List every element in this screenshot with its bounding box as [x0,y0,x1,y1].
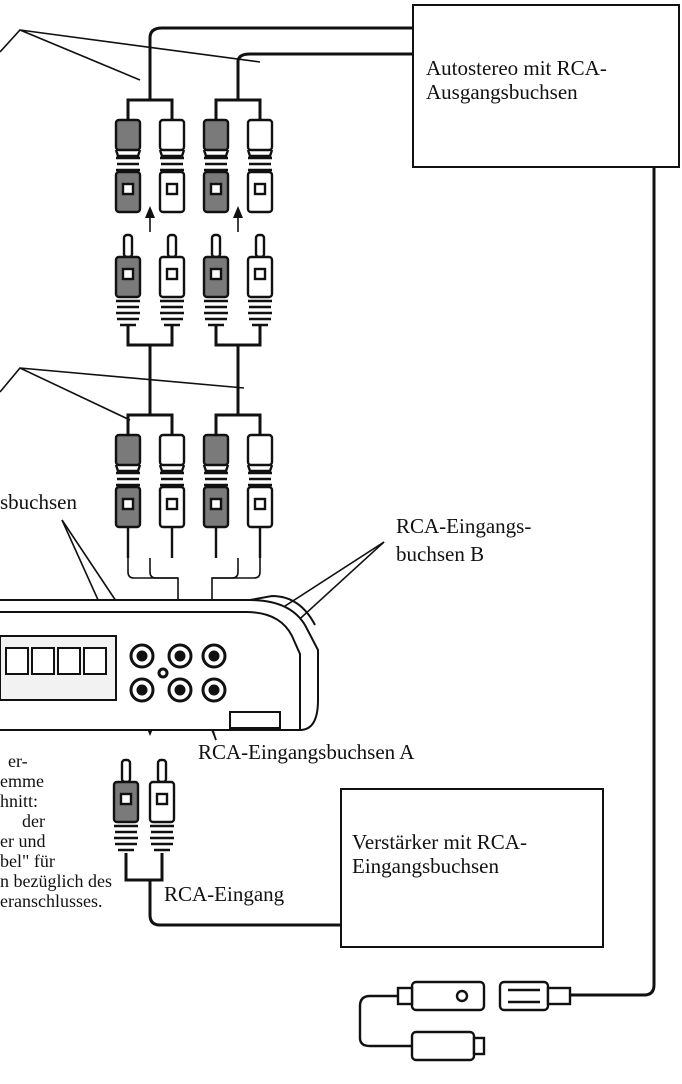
fuse-holder-icon [358,980,572,1062]
note-line: emme [0,771,44,791]
amplifier-icon [0,594,319,731]
autostereo-line1: Autostereo mit RCA- [426,56,607,80]
note-line: eranschlusses. [0,891,103,911]
note-line: der [22,811,45,831]
note-line: er- [8,751,28,771]
verstaerker-line2: Eingangsbuchsen [352,854,499,879]
rca-input-label: RCA-Eingang [164,882,285,906]
rca-plug-icon [112,758,176,852]
input-b-label-line2: buchsen B [396,542,485,566]
note-line: n bezüglich des [0,871,112,891]
note-line: hnitt: [0,791,39,811]
autostereo-line2: Ausgangsbuchsen [426,80,578,105]
rca-plug-icon [114,118,274,214]
verstaerker-line1: Verstärker mit RCA- [352,830,527,854]
rca-plug-icon [114,233,274,327]
note-line: bel" für [0,851,55,871]
input-b-label-line1: RCA-Eingangs- [396,514,532,538]
output-jacks-label: sbuchsen [0,490,77,514]
rca-jack-icon [129,643,227,703]
note-line: er und [0,831,46,851]
autostereo-box: Autostereo mit RCA- Ausgangsbuchsen [412,4,680,168]
rca-plug-icon [114,433,274,529]
input-a-label: RCA-Eingangsbuchsen A [198,740,415,764]
verstaerker-box: Verstärker mit RCA- Eingangsbuchsen [340,788,604,948]
